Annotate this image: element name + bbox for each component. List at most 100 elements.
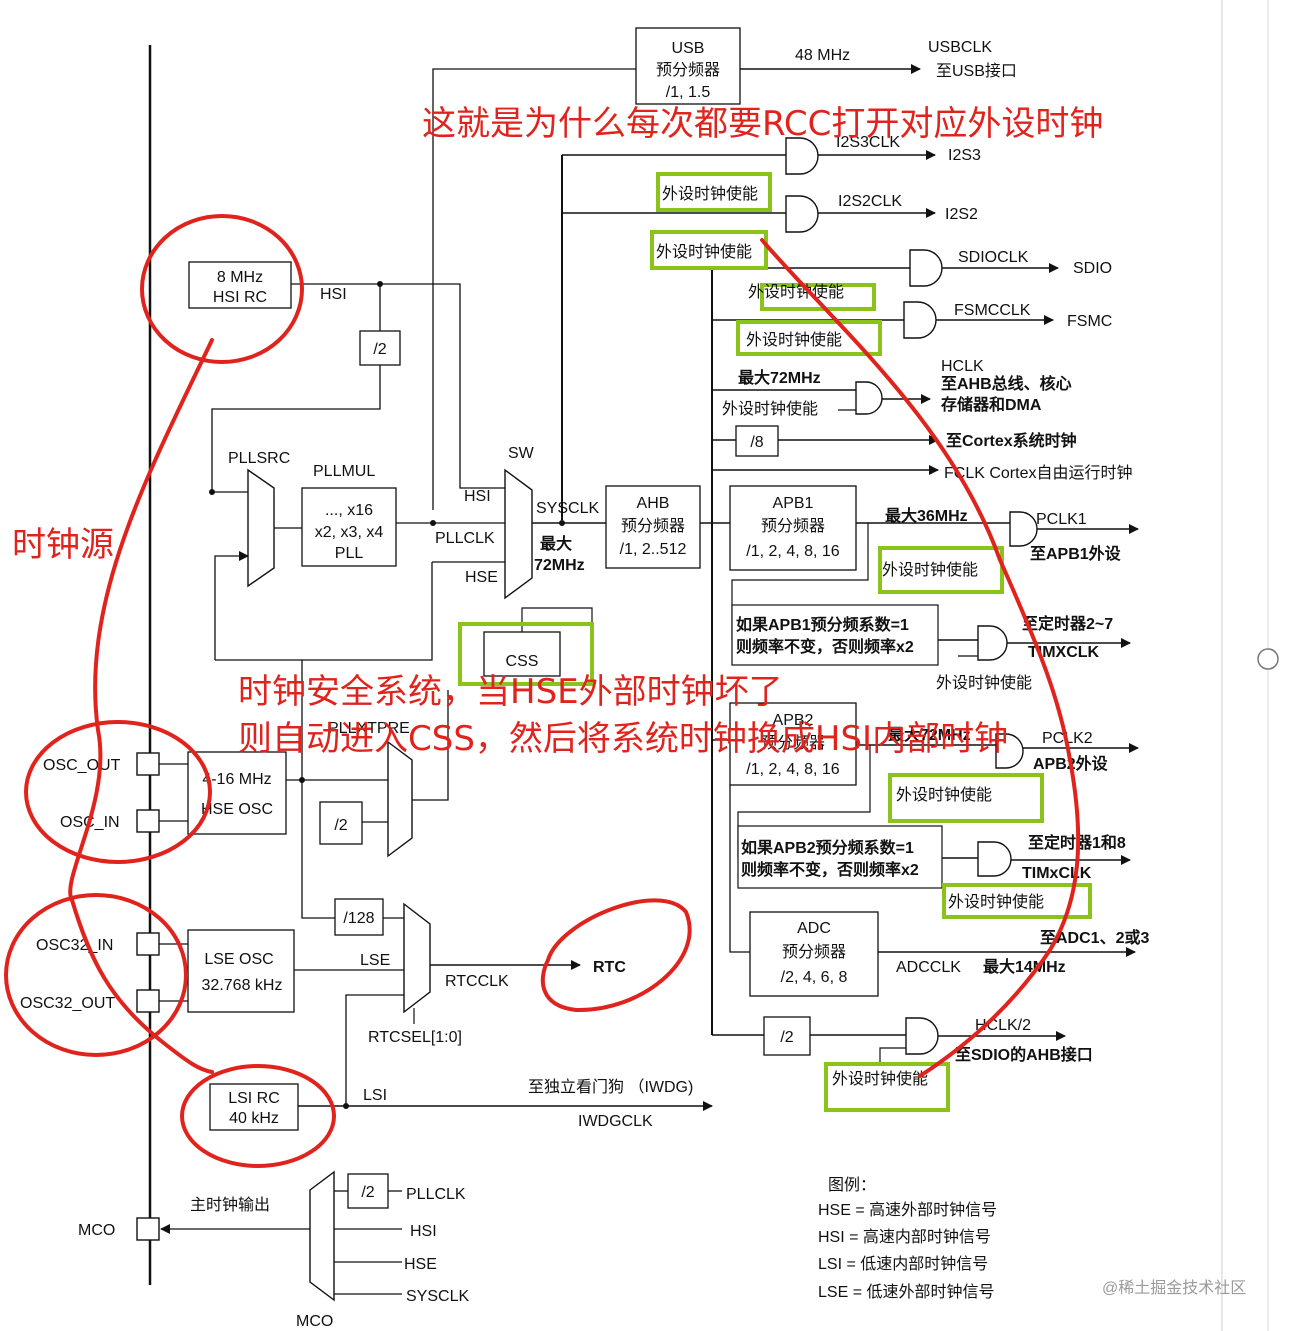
i2s2clk-label: I2S2CLK (838, 193, 902, 210)
i2s3-label: I2S3 (948, 147, 981, 164)
mco-pin-label: MCO (78, 1222, 115, 1239)
enable-label-fsmc: 外设时钟使能 (746, 331, 842, 349)
annotation-rcc: 这就是为什么每次都要RCC打开对应外设时钟 (422, 104, 1103, 144)
svg-text:如果APB1预分频系数=1: 如果APB1预分频系数=1 (736, 615, 909, 634)
i2s2-label: I2S2 (945, 206, 978, 223)
enable-label-sdio-ahb: 外设时钟使能 (832, 1070, 928, 1088)
svg-text:HSI = 高速内部时钟信号: HSI = 高速内部时钟信号 (818, 1228, 991, 1246)
svg-text:APB2: APB2 (773, 712, 814, 729)
svg-text:LSI = 低速内部时钟信号: LSI = 低速内部时钟信号 (818, 1255, 988, 1273)
timxclk2-label: TIMxCLK (1022, 865, 1092, 882)
enable-box-sdio (760, 283, 876, 311)
usbclk-label: USBCLK (928, 39, 992, 56)
enable-label-sdio: 外设时钟使能 (748, 283, 844, 301)
mco-hse: HSE (404, 1256, 437, 1273)
and-gate-fsmc (903, 301, 937, 339)
annotation-css-line1: 时钟安全系统，当HSE外部时钟坏了 (238, 672, 783, 712)
svg-text:预分频器: 预分频器 (761, 734, 825, 752)
svg-text:/2: /2 (780, 1029, 793, 1046)
apb1-max: 最大36MHz (885, 506, 968, 525)
lsi-rc-oscillator: LSI RC 40 kHz (209, 1083, 299, 1131)
svg-text:4-16 MHz: 4-16 MHz (202, 771, 271, 788)
circle-hse (24, 720, 212, 864)
pllxtpre-mux (387, 740, 413, 858)
svg-text:/128: /128 (343, 910, 374, 927)
mco-title: 主时钟输出 (190, 1196, 270, 1214)
osc32-in-label: OSC32_IN (36, 937, 113, 954)
ahb-prescaler: AHB 预分频器 /1, 2..512 (605, 485, 701, 569)
watermark: @稀土掘金技术社区 (1102, 1279, 1246, 1297)
apb1-timer-note (731, 604, 939, 666)
pllmul-label: PLLMUL (313, 463, 375, 480)
circle-hsi (140, 214, 304, 364)
legend: 图例： HSE = 高速外部时钟信号 HSI = 高速内部时钟信号 LSI = … (818, 1176, 997, 1301)
svg-text:如果APB2预分频系数=1: 如果APB2预分频系数=1 (741, 838, 914, 857)
svg-text:APB1: APB1 (773, 495, 814, 512)
mco-hsi: HSI (410, 1223, 437, 1240)
svg-text:LSE = 低速外部时钟信号: LSE = 低速外部时钟信号 (818, 1283, 994, 1301)
div8-box (735, 425, 779, 457)
and-gate-sdio-ahb (905, 1017, 939, 1055)
enable-box-i2s3 (656, 172, 772, 212)
and-gate-pclk1 (1009, 511, 1038, 547)
enable-highlights (458, 172, 1092, 1112)
svg-text:/2, 4, 6, 8: /2, 4, 6, 8 (781, 969, 848, 986)
div128-box (334, 898, 384, 936)
apb2-timer-note (737, 825, 943, 889)
apb1-prescaler: APB1 预分频器 /1, 2, 4, 8, 16 (729, 485, 857, 571)
and-gate-i2s3 (785, 137, 819, 175)
svg-text:/2: /2 (334, 817, 347, 834)
svg-text:CSS: CSS (506, 653, 539, 670)
svg-text:LSE OSC: LSE OSC (204, 951, 273, 968)
svg-text:则频率不变，否则频率x2: 则频率不变，否则频率x2 (741, 860, 919, 879)
enable-box-css (458, 622, 594, 686)
scroll-handle[interactable] (1257, 648, 1279, 670)
osc32-in-pin (136, 932, 160, 956)
sysclk-max2: 72MHz (534, 557, 585, 574)
rtcsel-mux (403, 902, 431, 1014)
enable-box-apb1 (878, 546, 1004, 594)
and-gate-tim27 (977, 625, 1008, 661)
hclk-label: HCLK (941, 358, 984, 375)
enable-box-fsmc (736, 320, 882, 356)
enable-link-curve (760, 238, 1081, 1078)
sw-mux (504, 468, 533, 600)
osc32-out-label: OSC32_OUT (20, 995, 115, 1012)
circle-lse (4, 893, 188, 1057)
svg-text:ADC: ADC (797, 920, 831, 937)
osc-out-pin (136, 752, 160, 776)
lse-oscillator: LSE OSC 32.768 kHz (187, 929, 295, 1013)
mco-pin (136, 1217, 160, 1241)
hclk-dest2: 存储器和DMA (941, 395, 1042, 414)
sdio-div2-box (763, 1016, 811, 1056)
css-block (483, 631, 561, 677)
pllsrc-label: PLLSRC (228, 450, 290, 467)
svg-text:/2: /2 (373, 341, 386, 358)
adc-prescaler: ADC 预分频器 /2, 4, 6, 8 (749, 911, 879, 997)
pllxtpre-label: PLLXTPRE (328, 720, 410, 737)
mco-mux-label: MCO (296, 1313, 333, 1330)
svg-text:图例：: 图例： (828, 1176, 876, 1194)
svg-text:/1, 2..512: /1, 2..512 (620, 541, 687, 558)
source-link-curve (68, 338, 214, 1074)
cortex-label: 至Cortex系统时钟 (946, 431, 1077, 450)
lse-label: LSE (360, 952, 390, 969)
svg-text:LSI RC: LSI RC (228, 1090, 280, 1107)
mco-div2-box (347, 1173, 389, 1209)
hclk-dest1: 至AHB总线、核心 (941, 374, 1072, 393)
hsi-rc-oscillator: 8 MHz HSI RC (188, 261, 292, 309)
red-annotations (4, 214, 1081, 1168)
svg-text:PLL: PLL (335, 545, 364, 562)
rtc-label: RTC (593, 959, 626, 976)
svg-text:8 MHz: 8 MHz (217, 269, 263, 286)
and-gate-hclk (855, 381, 883, 415)
pclk1-label: PCLK1 (1036, 511, 1087, 528)
mco-sysclk: SYSCLK (406, 1288, 469, 1305)
osc-in-pin (136, 809, 160, 833)
hclk-enable-label: 外设时钟使能 (722, 400, 818, 418)
annotation-clock-source: 时钟源 (12, 525, 114, 565)
iwdg-label: 至独立看门狗 （IWDG) (528, 1078, 693, 1096)
hsi-div2-box (359, 330, 401, 366)
fsmcclk-label: FSMCCLK (954, 302, 1031, 319)
